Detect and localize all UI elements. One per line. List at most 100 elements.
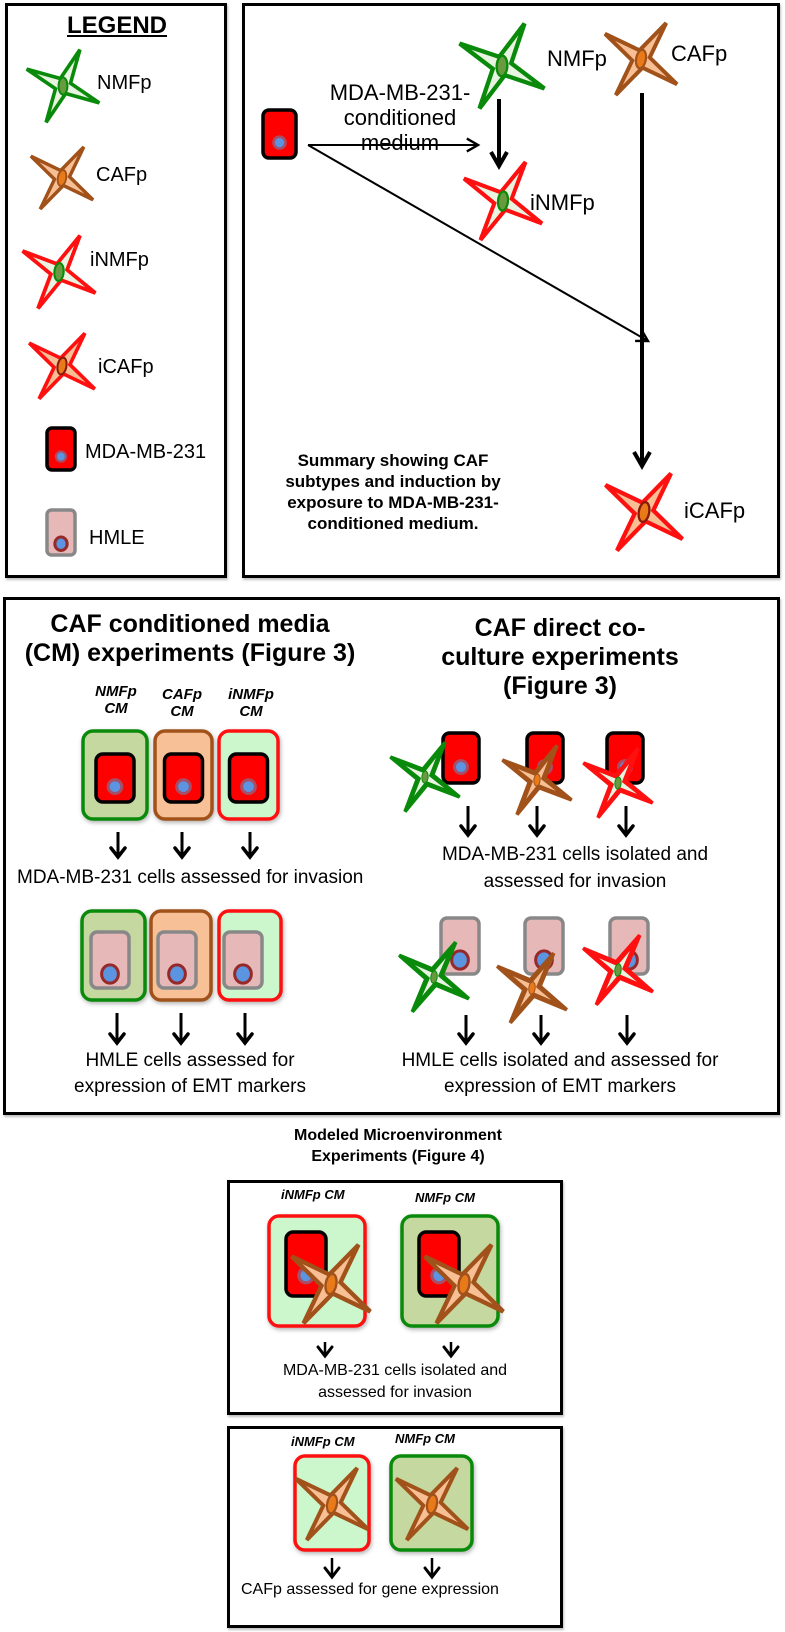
coculture-title: CAF direct co- culture experiments (Figu… xyxy=(420,614,700,701)
hmle-cell-icon xyxy=(156,930,198,990)
arrow-head xyxy=(241,846,259,860)
legend-label-icafp: iCAFp xyxy=(98,356,154,378)
nucleus xyxy=(455,761,467,773)
mda-mb-231-cell-icon xyxy=(441,731,481,785)
modeled2-well-label-inmfp: iNMFp CM xyxy=(291,1434,355,1449)
modeled1-result-text: MDA-MB-231 cells isolated and assessed f… xyxy=(235,1360,555,1404)
nmfp-cell-icon xyxy=(389,741,461,813)
legend-title: LEGEND xyxy=(67,12,168,39)
down-arrow-icon xyxy=(173,832,191,860)
arrow-head xyxy=(528,824,546,838)
cm-emt-text: HMLE cells assessed for expression of EM… xyxy=(40,1048,340,1100)
arrow-head xyxy=(172,1032,190,1046)
nucleus xyxy=(450,949,470,971)
cell-body xyxy=(227,752,270,804)
label-line: CM xyxy=(239,703,263,720)
down-arrow-icon xyxy=(323,1558,341,1580)
nucleus xyxy=(425,1493,439,1515)
text-line: HMLE cells isolated and assessed for xyxy=(401,1050,719,1071)
cafp-shape xyxy=(29,145,95,211)
nucleus xyxy=(637,500,651,524)
legend-label-inmfp: iNMFp xyxy=(90,249,149,271)
arrow-head xyxy=(108,1032,126,1046)
label-line: CM xyxy=(170,703,194,720)
text-line: assessed for invasion xyxy=(318,1384,472,1401)
modeled1-well-label-nmfp: NMFp CM xyxy=(415,1190,475,1205)
title-line: CAF direct co- xyxy=(474,614,646,642)
title-line: (CM) experiments (Figure 3) xyxy=(24,639,356,667)
title-line: Experiments (Figure 4) xyxy=(311,1148,485,1165)
inmfp-shape xyxy=(21,234,97,310)
nucleus xyxy=(528,981,536,995)
hmle-shape xyxy=(45,508,77,557)
summary-label-cafp: CAFp xyxy=(671,41,728,66)
label-line: iNMFp xyxy=(228,686,274,703)
nmfp-cell-icon xyxy=(397,940,471,1014)
modeled1-well-label-inmfp: iNMFp CM xyxy=(281,1187,345,1202)
inmfp-cell-icon xyxy=(581,933,655,1007)
nucleus xyxy=(430,970,438,984)
inmfp-cell-icon xyxy=(21,234,97,310)
down-arrow-icon xyxy=(236,1013,254,1046)
text-line: assessed for invasion xyxy=(483,871,667,892)
modeled2-result-text: CAFp assessed for gene expression xyxy=(241,1581,499,1598)
nucleus xyxy=(325,1493,339,1515)
mda-mb-231-cell-icon xyxy=(45,426,77,472)
cafp-cell-icon xyxy=(29,145,95,211)
arrow-head xyxy=(617,824,635,838)
icafp-shape xyxy=(27,331,97,401)
modeled2-well-label-nmfp: NMFp CM xyxy=(395,1431,455,1446)
medium-label-line: MDA-MB-231- xyxy=(329,80,471,105)
text-line: MDA-MB-231 cells isolated and xyxy=(441,844,709,865)
down-arrow-icon xyxy=(241,832,259,860)
arrow-head xyxy=(323,1566,341,1580)
nmfp-cell-icon xyxy=(458,22,546,110)
cell-body xyxy=(162,752,205,804)
cafp-cell-icon xyxy=(603,21,679,97)
figure3-panel xyxy=(3,597,780,1115)
nucleus xyxy=(100,963,120,985)
down-arrow-icon xyxy=(442,1342,460,1359)
arrow-head xyxy=(459,824,477,838)
mda-mb-231-cell-icon xyxy=(94,752,136,804)
arrow-head xyxy=(173,846,191,860)
summary-caption: Summary showing CAF subtypes and inducti… xyxy=(248,450,538,534)
nmfp-cell-icon xyxy=(25,48,101,124)
nucleus xyxy=(614,963,622,977)
nucleus xyxy=(457,1272,471,1296)
cafp-cell-icon xyxy=(294,1466,370,1542)
title-line: Modeled Microenvironment xyxy=(293,1127,503,1144)
cafp-cell-icon xyxy=(423,1243,505,1325)
inmfp-cell-icon xyxy=(582,747,654,819)
down-arrow-icon xyxy=(618,1015,636,1046)
figure3-shapes xyxy=(80,729,655,1046)
arrow-head xyxy=(316,1345,334,1359)
summary-label-nmfp: NMFp xyxy=(547,46,607,71)
medium-label-line: conditioned xyxy=(343,105,457,130)
cm-invasion-text: MDA-MB-231 cells assessed for invasion xyxy=(17,867,364,888)
nucleus xyxy=(57,452,65,461)
down-arrow-icon xyxy=(423,1558,441,1580)
cafp-cell-icon xyxy=(501,744,573,816)
arrow-head xyxy=(532,1032,550,1046)
down-arrow-icon xyxy=(457,1015,475,1046)
medium-label: MDA-MB-231- conditioned medium xyxy=(300,80,500,155)
summary-panel xyxy=(242,3,780,578)
nucleus xyxy=(56,169,68,187)
title-line: culture experiments xyxy=(441,643,679,671)
arrow-head xyxy=(442,1345,460,1359)
icafp-cell-icon xyxy=(604,472,684,552)
nucleus xyxy=(57,76,69,96)
title-line: (Figure 3) xyxy=(503,672,617,700)
down-arrow-icon xyxy=(459,806,477,838)
cm-experiments-title: CAF conditioned media (CM) experiments (… xyxy=(10,610,370,668)
nucleus xyxy=(496,190,510,212)
legend-label-mda: MDA-MB-231 xyxy=(85,441,207,463)
nucleus xyxy=(56,356,68,376)
nucleus xyxy=(53,262,65,282)
summary-label-icafp: iCAFp xyxy=(684,498,746,523)
nucleus xyxy=(167,963,187,985)
cell-body xyxy=(441,731,481,785)
nucleus xyxy=(634,48,648,70)
